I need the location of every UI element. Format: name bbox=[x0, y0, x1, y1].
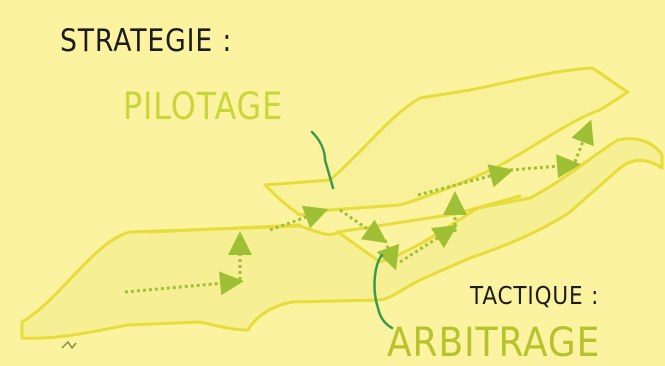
arrow-middle-3 bbox=[399, 225, 458, 264]
strategy-ribbon bbox=[20, 137, 664, 340]
arrow-upper-1 bbox=[417, 164, 514, 197]
pilotage-label: PILOTAGE bbox=[123, 85, 284, 128]
arrow-upper-2 bbox=[509, 154, 581, 179]
strategie-label: STRATEGIE : bbox=[60, 23, 233, 59]
scribble-mark bbox=[61, 340, 77, 350]
arrow-lower-3 bbox=[269, 205, 329, 232]
arbitrage-pointer bbox=[373, 253, 394, 330]
arrow-upper-3 bbox=[571, 119, 594, 163]
pilotage-pointer bbox=[310, 130, 335, 190]
arrow-middle-2 bbox=[376, 239, 400, 271]
arrow-lower-1 bbox=[124, 271, 244, 296]
arrow-middle-1 bbox=[339, 208, 388, 244]
arbitrage-label: ARBITRAGE bbox=[387, 320, 601, 366]
upper-ribbon bbox=[263, 66, 630, 217]
tactique-label: TACTIQUE : bbox=[470, 281, 600, 310]
